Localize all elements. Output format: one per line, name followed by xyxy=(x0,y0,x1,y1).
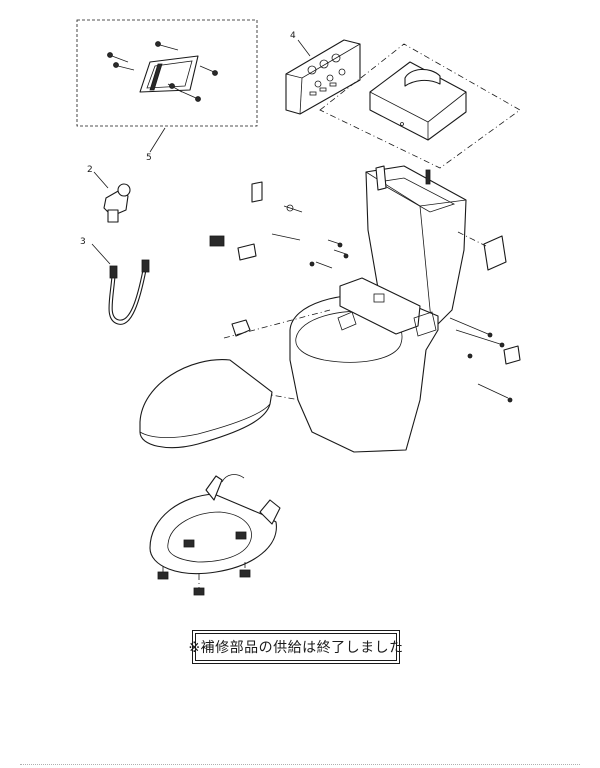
callout-part-2: 2 xyxy=(87,165,93,175)
callout-part-3: 3 xyxy=(80,237,86,247)
page-bottom-rule xyxy=(20,764,580,765)
toilet-bowl xyxy=(289,277,521,453)
small-parts-cluster xyxy=(209,181,349,337)
discontinued-notice-box: ※補修部品の供給は終了しました xyxy=(188,630,403,664)
part-3-supply-hose xyxy=(91,243,150,325)
part-5-wall-bracket xyxy=(76,19,258,153)
tank-lid-assembly xyxy=(319,43,521,169)
toilet-seat-ring xyxy=(149,474,281,596)
callout-part-4: 4 xyxy=(290,31,296,41)
discontinued-notice-text: ※補修部品の供給は終了しました xyxy=(188,633,403,661)
part-2-stop-valve xyxy=(93,171,131,223)
seat-lid xyxy=(139,309,331,449)
part-4-remote-control xyxy=(285,39,361,115)
callout-part-5: 5 xyxy=(146,153,152,163)
